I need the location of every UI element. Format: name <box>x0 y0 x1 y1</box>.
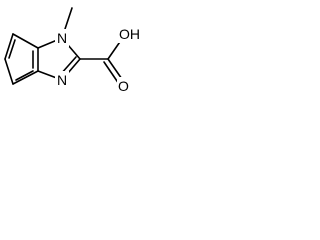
acid-label-bg <box>118 25 141 43</box>
carbonyl-o-label-bg <box>117 77 131 95</box>
n-methyl-label: N <box>57 30 67 46</box>
bond-c4-c5 <box>4 33 14 60</box>
n-imine-label: N <box>57 72 67 88</box>
double-bond-inner-1 <box>8 39 16 59</box>
bond-c5-c6 <box>4 58 14 85</box>
bond-c6-c7 <box>12 70 39 85</box>
bond-c3a-c4 <box>12 33 39 49</box>
molecule-structure: N N OH O <box>4 7 141 95</box>
acid-label: OH <box>119 26 140 42</box>
bond-carboxyl-o-b <box>103 61 120 85</box>
double-bond-inner-2 <box>15 70 34 81</box>
n-methyl-label-bg <box>55 29 69 47</box>
n-imine-label-bg <box>55 71 69 89</box>
carbonyl-o-label: O <box>118 78 129 94</box>
